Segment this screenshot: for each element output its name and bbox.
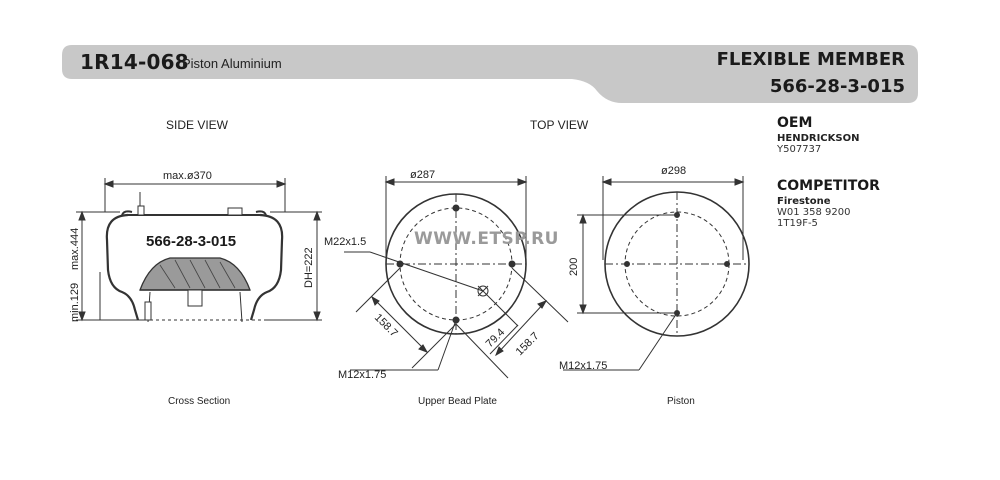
- side-max-height: max.444: [69, 228, 81, 270]
- side-min-height: min.129: [69, 283, 81, 322]
- competitor-maker: Firestone: [777, 196, 831, 207]
- piston-stud: M12x1.75: [559, 360, 607, 372]
- caption-cross-section: Cross Section: [168, 396, 231, 407]
- competitor-title: COMPETITOR: [777, 178, 880, 194]
- competitor-code: 1T19F-5: [777, 218, 818, 229]
- flexible-member-number: 566-28-3-015: [769, 76, 905, 97]
- top-view-label: TOP VIEW: [530, 118, 589, 132]
- watermark-text: WWW.ETSP.RU: [414, 229, 559, 249]
- competitor-block: COMPETITOR Firestone W01 358 9200 1T19F-…: [777, 178, 880, 229]
- side-view-label: SIDE VIEW: [166, 118, 229, 132]
- oem-block: OEM HENDRICKSON Y507737: [777, 115, 859, 155]
- caption-upper-bead-plate: Upper Bead Plate: [418, 396, 497, 407]
- part-code: 1R14-068: [80, 50, 189, 74]
- bead-plate-offset-a: 158.7: [372, 312, 400, 340]
- header-bar: [62, 45, 918, 103]
- competitor-code: W01 358 9200: [777, 207, 851, 218]
- side-inner-label: 566-28-3-015: [146, 233, 236, 250]
- side-max-diameter: max.ø370: [163, 170, 212, 182]
- header-bar-shape: [62, 45, 918, 103]
- piston-diameter: ø298: [661, 165, 686, 177]
- bead-plate-diameter: ø287: [410, 169, 435, 181]
- flexible-member-label: FLEXIBLE MEMBER: [716, 49, 905, 70]
- piston-height: 200: [568, 258, 580, 276]
- side-view-drawing: max.ø370 max.444 min.129 DH=222 566-28-3…: [69, 170, 322, 323]
- oem-title: OEM: [777, 115, 813, 131]
- oem-maker: HENDRICKSON: [777, 133, 860, 144]
- piston-drawing: ø298 200 M12x1.75: [559, 165, 750, 372]
- bead-plate-air-fitting: M22x1.5: [324, 236, 366, 248]
- caption-piston: Piston: [667, 396, 695, 407]
- upper-bead-plate-drawing: ø287 M22x1.5 158.7 79.4 158.7 M12x1.75: [324, 169, 569, 381]
- part-subtitle: Piston Aluminium: [182, 56, 282, 71]
- bead-plate-stud: M12x1.75: [338, 369, 386, 381]
- bead-plate-offset-c: 158.7: [514, 330, 542, 358]
- oem-code: Y507737: [777, 144, 822, 155]
- side-design-height: DH=222: [303, 247, 315, 288]
